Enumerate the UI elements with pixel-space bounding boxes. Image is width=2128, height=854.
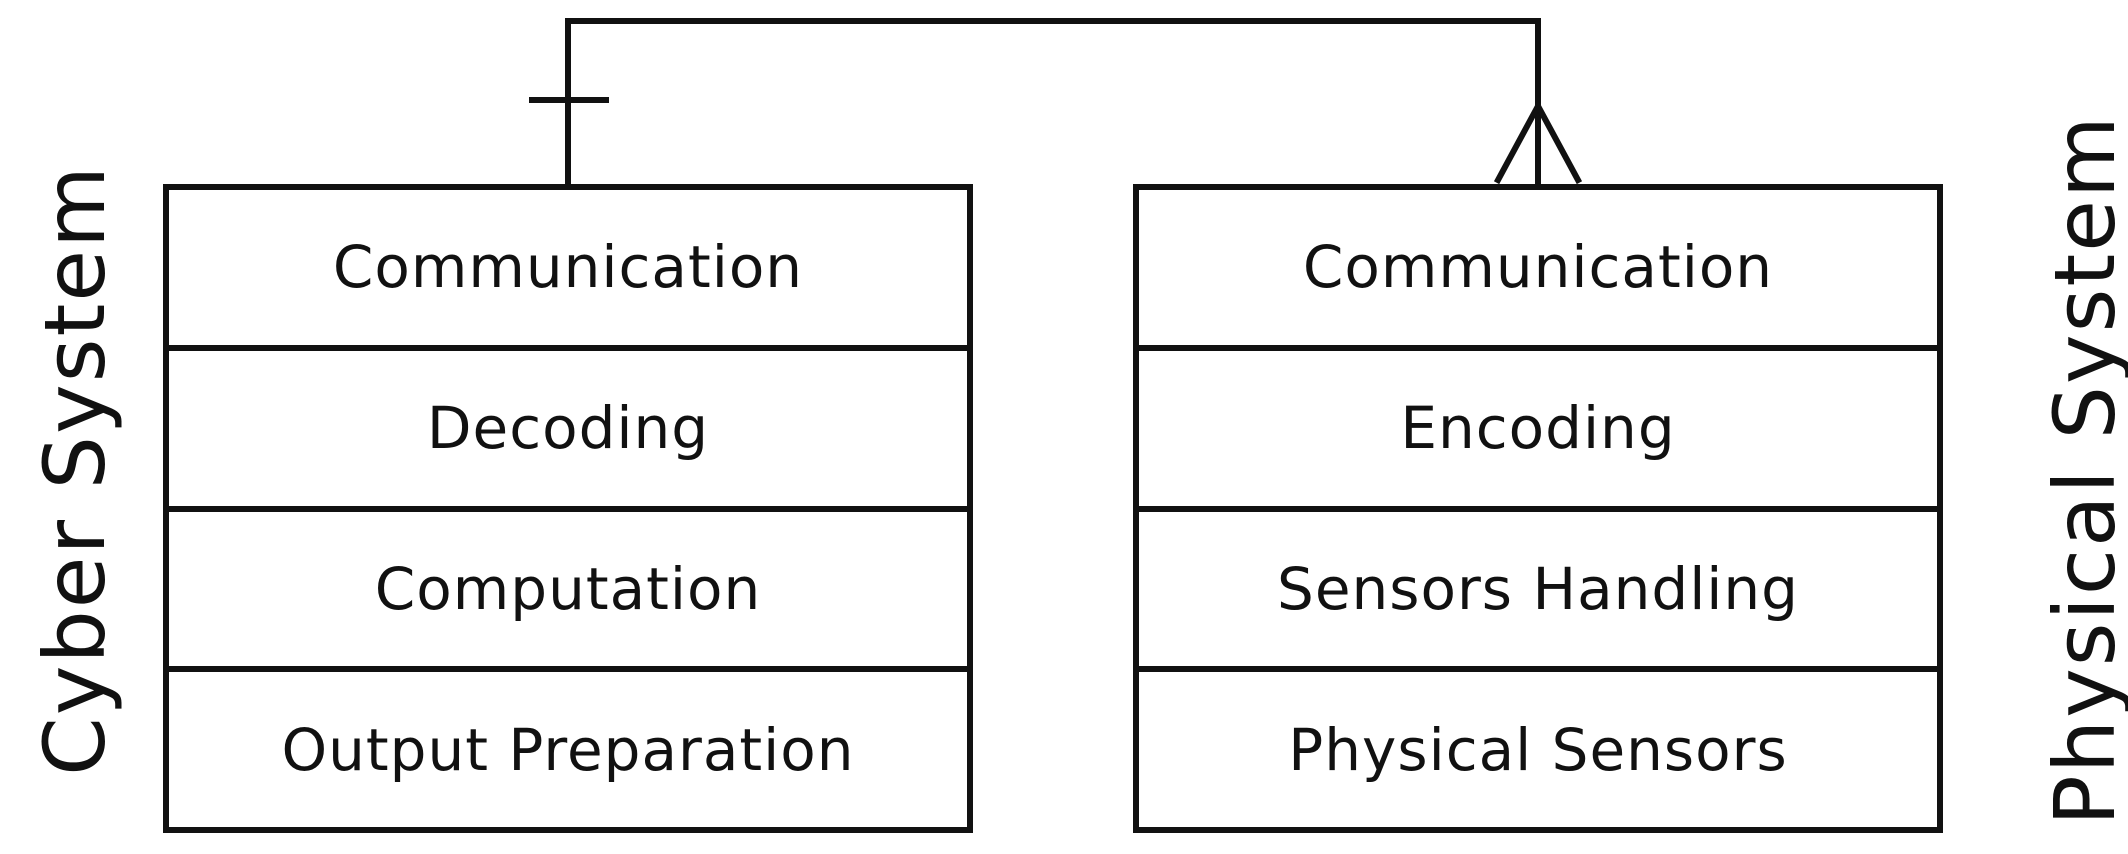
cyber-layer-communication: Communication <box>169 190 967 351</box>
cyber-system-box: Communication Decoding Computation Outpu… <box>163 184 973 833</box>
physical-system-box: Communication Encoding Sensors Handling … <box>1133 184 1943 833</box>
cyber-layer-decoding: Decoding <box>169 351 967 512</box>
cyber-layer-output-preparation: Output Preparation <box>281 715 855 784</box>
physical-layer-communication: Communication <box>1139 190 1937 351</box>
many-cardinality-crowfoot <box>1493 99 1583 185</box>
physical-layer-encoding: Encoding <box>1139 351 1937 512</box>
physical-layer-physical-sensors: Physical Sensors <box>1288 715 1788 784</box>
cyber-system-label: Cyber System <box>26 164 124 776</box>
physical-layer-sensors-handling: Sensors Handling <box>1139 512 1937 673</box>
relationship-line <box>565 18 1541 190</box>
physical-system-label: Physical System <box>2036 114 2128 826</box>
cyber-layer-computation: Computation <box>169 512 967 673</box>
